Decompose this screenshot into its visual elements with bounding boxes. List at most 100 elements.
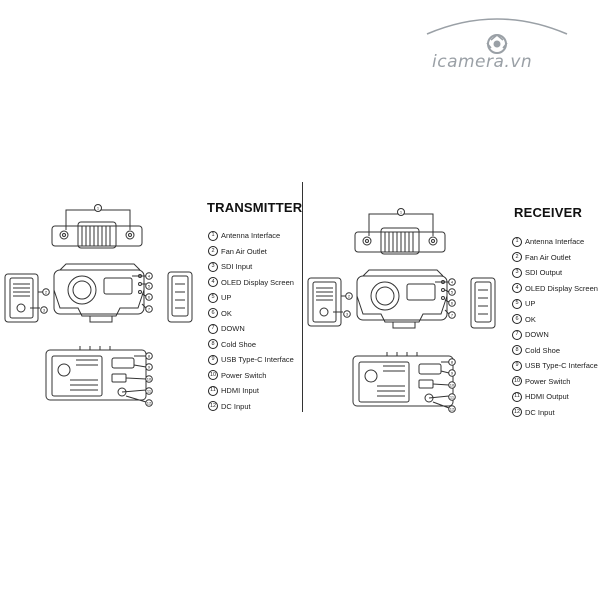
legend-label: SDI Input — [221, 262, 253, 272]
legend-label: Power Switch — [221, 370, 267, 380]
callout-number: 11 — [450, 395, 455, 400]
callout-5 — [145, 282, 153, 290]
callout-number: 1 — [400, 210, 403, 215]
legend-number: 7 — [208, 323, 218, 334]
legend-number: 10 — [208, 370, 218, 381]
callout-number: 8 — [451, 360, 454, 365]
callout-11 — [145, 387, 153, 395]
legend-number: 3 — [512, 267, 522, 278]
logo-text: icamera.vn — [432, 52, 533, 72]
legend-label: Fan Air Outlet — [221, 246, 267, 256]
callout-number: 3 — [43, 308, 46, 313]
transmitter-drawing: 1 2 3 — [4, 204, 193, 407]
callout-number: 2 — [45, 290, 48, 295]
legend-label: OLED Display Screen — [221, 277, 294, 287]
callout-number: 1 — [97, 206, 100, 211]
callout-8 — [145, 352, 153, 360]
callout-number: 5 — [451, 290, 454, 295]
legend-label: DOWN — [221, 324, 245, 334]
callout-4 — [145, 272, 153, 280]
callout-3 — [40, 306, 48, 314]
legend-label: Antenna Interface — [221, 231, 281, 241]
callout-8 — [448, 358, 456, 366]
panel-divider — [302, 182, 303, 412]
transmitter-top-view — [51, 221, 143, 249]
transmitter-right-view — [167, 271, 193, 323]
callout-number: 2 — [348, 294, 351, 299]
callout-5 — [448, 288, 456, 296]
legend-label: SDI Output — [525, 268, 563, 278]
callout-number: 4 — [451, 280, 454, 285]
transmitter-panel: TRANSMITTER 1 2 3 — [0, 180, 302, 440]
receiver-right-view — [470, 277, 496, 329]
callout-number: 6 — [451, 301, 454, 306]
legend-number: 2 — [512, 252, 522, 263]
legend-number: 5 — [208, 292, 218, 303]
legend-number: 6 — [512, 314, 522, 325]
legend-label: DC Input — [221, 401, 251, 411]
legend-number: 11 — [208, 385, 218, 396]
callout-4 — [448, 278, 456, 286]
legend-number: 8 — [512, 345, 522, 356]
receiver-left-view — [307, 277, 342, 327]
legend-number: 6 — [208, 308, 218, 319]
legend-label: Antenna Interface — [525, 237, 585, 247]
logo-mark — [426, 18, 568, 54]
callout-9 — [145, 363, 153, 371]
legend-label: DOWN — [525, 330, 549, 340]
receiver-title: RECEIVER — [514, 205, 583, 220]
transmitter-front-view — [53, 263, 145, 323]
legend-number: 10 — [512, 376, 522, 387]
callout-2 — [42, 288, 50, 296]
legend-number: 5 — [512, 298, 522, 309]
receiver-bottom-view — [352, 352, 454, 407]
callout-10 — [448, 381, 456, 389]
legend-number: 4 — [208, 277, 218, 288]
legend-number: 2 — [208, 246, 218, 257]
legend-number: 8 — [208, 339, 218, 350]
legend-label: UP — [221, 293, 232, 303]
callout-12 — [145, 399, 153, 407]
callout-number: 7 — [451, 313, 454, 318]
callout-1 — [94, 204, 102, 212]
transmitter-bottom-view — [45, 346, 147, 401]
legend-number: 12 — [512, 407, 522, 418]
legend-label: UP — [525, 299, 536, 309]
callout-10 — [145, 375, 153, 383]
legend-label: Power Switch — [525, 376, 571, 386]
legend-number: 11 — [512, 391, 522, 402]
callout-number: 10 — [147, 377, 152, 382]
legend-number: 7 — [512, 329, 522, 340]
callout-number: 4 — [148, 274, 151, 279]
legend-label: HDMI Input — [221, 386, 259, 396]
callout-number: 9 — [451, 371, 454, 376]
legend-label: HDMI Output — [525, 392, 569, 402]
callout-number: 3 — [346, 312, 349, 317]
legend-label: DC Input — [525, 407, 555, 417]
callout-6 — [145, 293, 153, 301]
legend-label: Cold Shoe — [221, 339, 257, 349]
callout-number: 5 — [148, 284, 151, 289]
legend-number: 12 — [208, 401, 218, 412]
legend-number: 9 — [512, 360, 522, 371]
receiver-drawing: 1 2 3 — [307, 208, 496, 413]
